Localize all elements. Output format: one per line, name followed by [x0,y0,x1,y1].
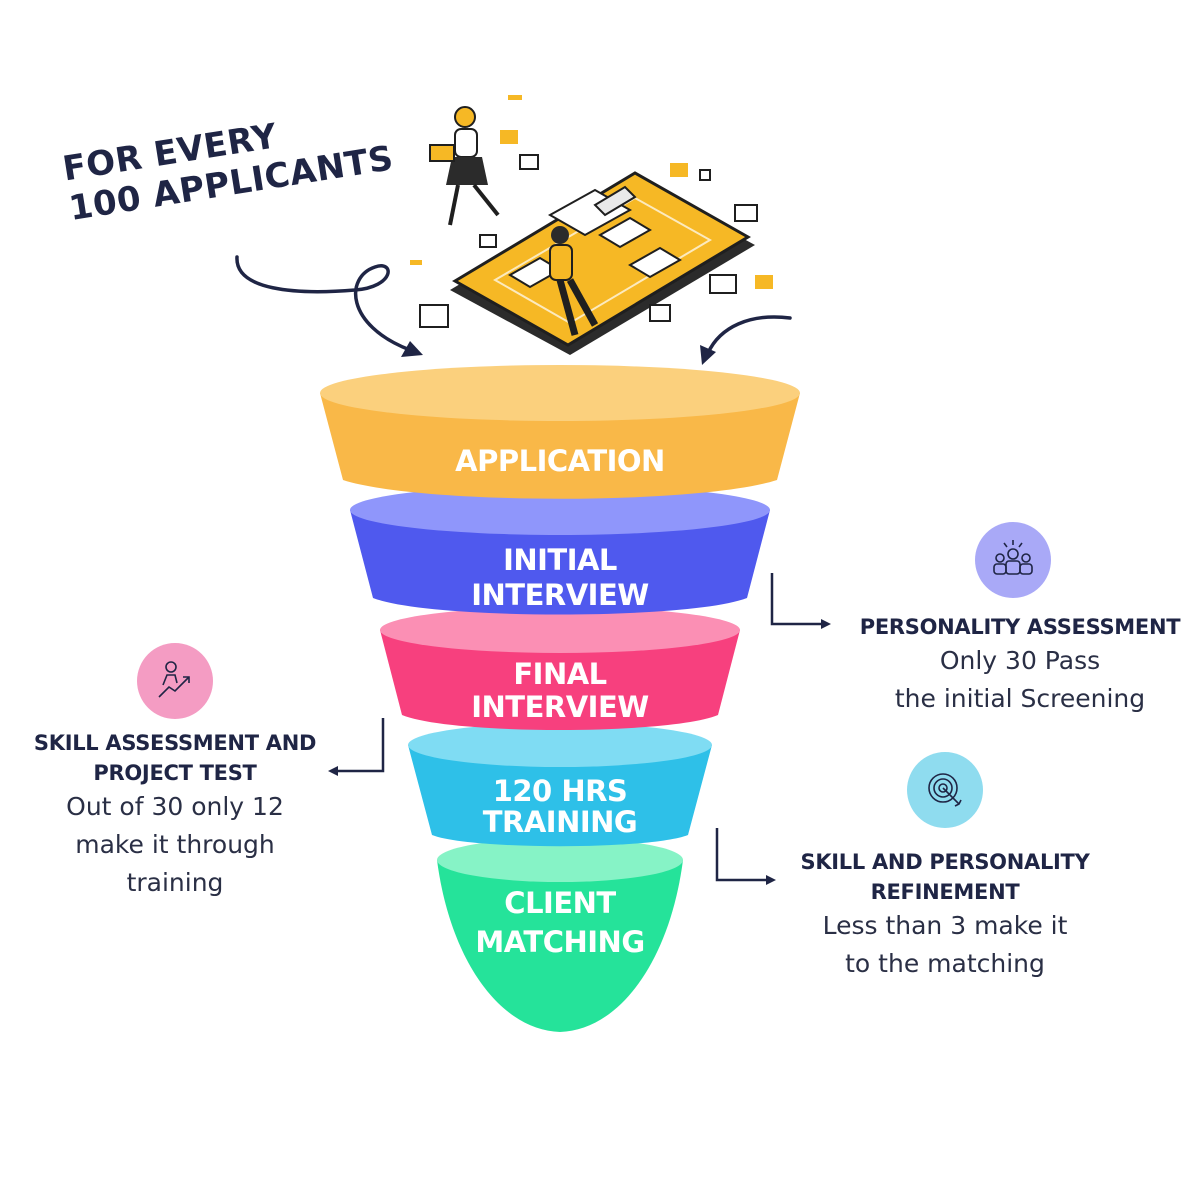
callout-skill-project-title: SKILL ASSESSMENT AND PROJECT TEST [10,728,340,788]
callout-skill-project-body-3: training [126,868,224,897]
callout-personality: PERSONALITY ASSESSMENT Only 30 Pass the … [845,612,1195,718]
callout-refinement-body-1: Less than 3 make it [822,911,1068,940]
curved-arrow-right [700,315,792,365]
callout-skill-project-body-1: Out of 30 only 12 [66,792,284,821]
skill-project-icon-circle [137,643,213,719]
stage-4-label-1: 120 HRS [493,774,628,808]
callout-skill-project: SKILL ASSESSMENT AND PROJECT TEST Out of… [10,728,340,902]
stage-3-top [380,607,740,653]
funnel-stage-client-matching: CLIENT MATCHING [437,838,683,1032]
stage-3-label-2: INTERVIEW [471,690,649,724]
callout-refinement-body: Less than 3 make it to the matching [780,907,1110,983]
callout-skill-project-title-2: PROJECT TEST [93,761,257,785]
stage-1-top [320,365,800,421]
funnel-stage-application: APPLICATION [320,365,800,499]
stage-3-body [380,630,740,730]
headline: FOR EVERY 100 APPLICANTS [60,98,398,229]
callout-skill-project-body-2: make it through [75,830,275,859]
stage-2-top [350,485,770,535]
stage-2-label-1: INITIAL [503,543,617,577]
team-icon [993,540,1033,575]
refinement-icon-circle [907,752,983,828]
connector-arrow-refinement [715,828,776,885]
connector-arrow-skill-project [328,718,385,776]
callout-personality-body-2: the initial Screening [894,684,1146,713]
callout-refinement-title: SKILL AND PERSONALITY REFINEMENT [780,847,1110,907]
stage-1-body [320,393,800,499]
stage-2-body [350,510,770,615]
callout-refinement-body-2: to the matching [845,949,1045,978]
funnel-stage-training: 120 HRS TRAINING [408,723,712,847]
stage-5-top [437,838,683,882]
stage-5-label-2: MATCHING [475,925,644,959]
connector-arrow-personality [770,573,831,629]
callout-refinement: SKILL AND PERSONALITY REFINEMENT Less th… [780,847,1110,983]
callout-skill-project-body: Out of 30 only 12 make it through traini… [10,788,340,902]
curly-arrow-left [235,255,423,357]
callout-refinement-title-1: SKILL AND PERSONALITY [800,850,1090,874]
stage-3-label-1: FINAL [513,657,606,691]
callout-personality-body: Only 30 Pass the initial Screening [845,642,1195,718]
stage-4-body [408,745,712,847]
stage-1-label: APPLICATION [455,444,665,478]
funnel-stage-initial-interview: INITIAL INTERVIEW [350,485,770,615]
target-icon [928,773,962,807]
funnel-stage-final-interview: FINAL INTERVIEW [380,607,740,730]
callout-personality-title: PERSONALITY ASSESSMENT [859,615,1181,639]
isometric-phone-illustration [410,95,773,355]
callout-personality-body-1: Only 30 Pass [939,646,1101,675]
growth-icon [158,661,190,698]
personality-icon-circle [975,522,1051,598]
stage-4-top [408,723,712,767]
stage-4-label-2: TRAINING [483,805,637,839]
stage-5-label-1: CLIENT [504,886,616,920]
stage-2-label-2: INTERVIEW [471,578,649,612]
funnel-chart: CLIENT MATCHING 120 HRS TRAINING FINAL I… [320,365,800,1032]
stage-5-body [437,860,683,1032]
callout-skill-project-title-1: SKILL ASSESSMENT AND [33,731,317,755]
callout-refinement-title-2: REFINEMENT [870,880,1020,904]
